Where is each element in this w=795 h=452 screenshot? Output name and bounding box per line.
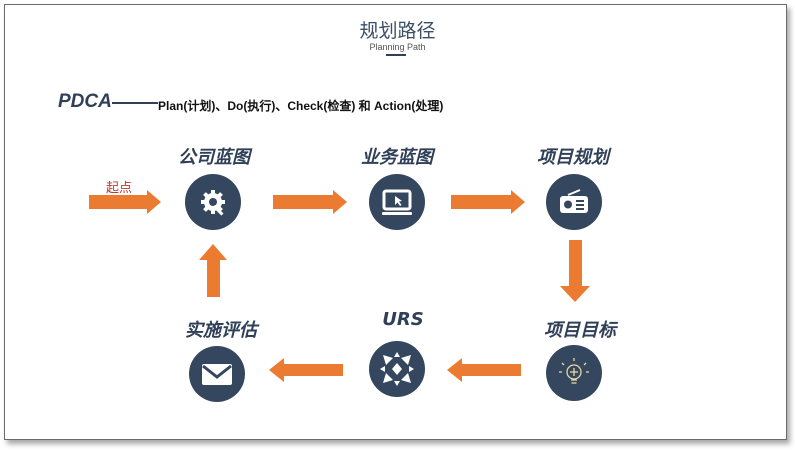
step-label-business-blueprint: 业务蓝图 bbox=[361, 147, 433, 168]
node-business-blueprint bbox=[369, 174, 425, 230]
pdca-label: PDCA bbox=[58, 91, 112, 112]
radio-icon bbox=[560, 189, 588, 213]
step-label-company-blueprint: 公司蓝图 bbox=[178, 147, 250, 168]
arrow-planning-to-goal bbox=[560, 240, 590, 302]
page-title: 规划路径 bbox=[359, 20, 436, 42]
gear-wrench-icon bbox=[201, 190, 225, 216]
start-label: 起点 bbox=[106, 181, 133, 196]
arrow-start-to-company bbox=[89, 190, 161, 214]
title-underline bbox=[386, 54, 406, 56]
pdca-description: Plan(计划)、Do(执行)、Check(检查) 和 Action(处理) bbox=[158, 99, 444, 113]
arrow-company-to-business bbox=[273, 190, 347, 214]
arrow-evaluation-to-company bbox=[199, 244, 227, 297]
node-evaluation bbox=[189, 346, 245, 402]
step-label-urs: URS bbox=[382, 309, 424, 330]
arrow-goal-to-urs bbox=[447, 358, 521, 382]
pdca-dash bbox=[112, 102, 158, 104]
monitor-icon bbox=[382, 189, 412, 215]
node-project-goal bbox=[546, 345, 602, 401]
arrow-urs-to-evaluation bbox=[269, 358, 343, 382]
node-project-planning bbox=[546, 174, 602, 230]
step-label-evaluation: 实施评估 bbox=[185, 320, 257, 341]
step-label-project-goal: 项目目标 bbox=[544, 320, 616, 341]
page-subtitle: Planning Path bbox=[369, 42, 426, 52]
envelope-icon bbox=[202, 364, 232, 385]
step-label-project-planning: 项目规划 bbox=[537, 147, 609, 168]
lightbulb-icon bbox=[559, 358, 589, 384]
arrow-business-to-planning bbox=[451, 190, 525, 214]
node-company-blueprint bbox=[185, 174, 241, 230]
node-urs bbox=[369, 341, 425, 397]
arrows-in-icon bbox=[380, 352, 414, 386]
